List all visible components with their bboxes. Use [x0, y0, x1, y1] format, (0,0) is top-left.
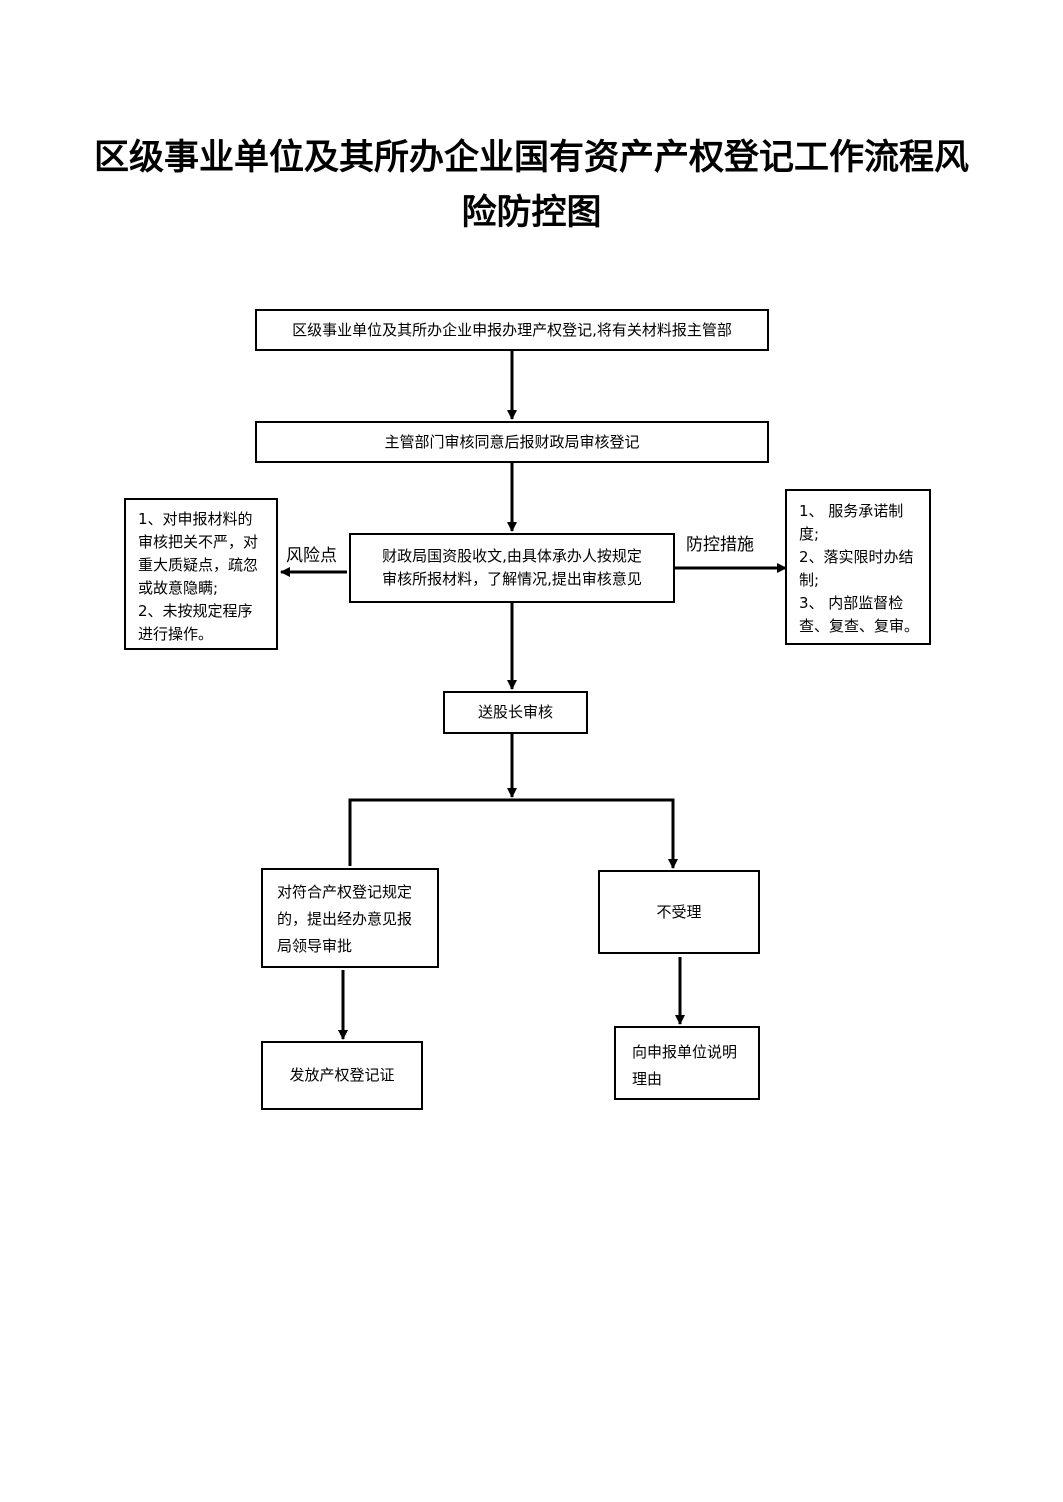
step-3-finance-review: 财政局国资股收文,由具体承办人按规定 审核所报材料，了解情况,提出审核意见 — [349, 533, 675, 603]
control-label: 防控措施 — [686, 535, 754, 555]
reject-text: 不受理 — [656, 902, 702, 921]
control-line: 1、 服务承诺制 — [799, 502, 904, 520]
control-line: 度; — [799, 525, 820, 543]
approve-line-3: 局领导审批 — [277, 937, 353, 955]
step-2-department-review: 主管部门审核同意后报财政局审核登记 — [255, 421, 769, 463]
control-measures-box: 1、 服务承诺制 度; 2、落实限时办结 制; 3、 内部监督检 查、复查、复审… — [785, 489, 931, 645]
explain-line-2: 理由 — [632, 1070, 663, 1088]
risk-points-box: 1、对申报材料的 审核把关不严，对 重大质疑点，疏忽 或故意隐瞒; 2、未按规定… — [124, 498, 278, 650]
risk-line: 审核把关不严，对 — [138, 533, 259, 551]
step-3-text-line-2: 审核所报材料，了解情况,提出审核意见 — [382, 570, 642, 588]
step-1-apply: 区级事业单位及其所办企业申报办理产权登记,将有关材料报主管部 — [255, 309, 769, 351]
approve-line-1: 对符合产权登记规定 — [277, 883, 413, 901]
step-4-text: 送股长审核 — [477, 703, 553, 721]
explain-reason-box: 向申报单位说明 理由 — [614, 1026, 760, 1100]
step-3-text-line-1: 财政局国资股收文,由具体承办人按规定 — [382, 547, 642, 565]
risk-line: 重大质疑点，疏忽 — [138, 556, 259, 574]
step-4-section-chief-review: 送股长审核 — [443, 691, 588, 734]
page-title-line-1: 区级事业单位及其所办企业国有资产产权登记工作流程风 — [93, 137, 969, 178]
explain-line-1: 向申报单位说明 — [632, 1043, 738, 1061]
control-line: 2、落实限时办结 — [799, 548, 914, 566]
reject-box: 不受理 — [598, 870, 760, 954]
risk-line: 进行操作。 — [138, 625, 214, 643]
issue-certificate-box: 发放产权登记证 — [261, 1041, 423, 1110]
step-2-text: 主管部门审核同意后报财政局审核登记 — [384, 432, 640, 451]
approve-line-2: 的，提出经办意见报 — [277, 910, 413, 928]
risk-line: 或故意隐瞒; — [138, 579, 219, 597]
control-line: 查、复查、复审。 — [799, 617, 920, 635]
risk-line: 1、对申报材料的 — [138, 510, 253, 528]
control-line: 3、 内部监督检 — [799, 594, 904, 612]
step-1-text: 区级事业单位及其所办企业申报办理产权登记,将有关材料报主管部 — [292, 320, 732, 339]
approve-box: 对符合产权登记规定 的，提出经办意见报 局领导审批 — [261, 868, 439, 968]
control-line: 制; — [799, 571, 820, 589]
page-title-line-2: 险防控图 — [461, 192, 602, 233]
risk-label: 风险点 — [286, 546, 337, 566]
issue-text: 发放产权登记证 — [289, 1066, 395, 1084]
risk-line: 2、未按规定程序 — [138, 602, 253, 620]
branch-line — [348, 798, 678, 869]
